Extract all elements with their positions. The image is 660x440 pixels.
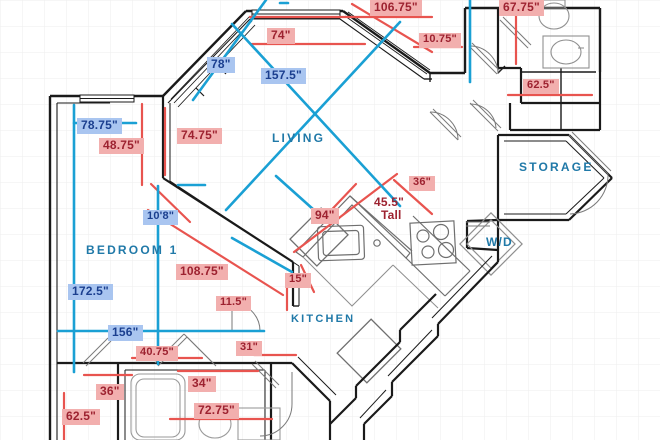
measure-94: 94" <box>311 208 339 224</box>
right-walls <box>496 8 602 132</box>
blueline-diag3 <box>230 236 294 274</box>
wall-inner-lines <box>56 18 425 440</box>
room-label-living: LIVING <box>272 131 326 145</box>
measure-62-5-bath: 62.5" <box>62 409 101 425</box>
measure-67-75: 67.75" <box>499 0 544 16</box>
measure-45-5-tall-word: Tall <box>381 208 402 222</box>
lower-right-walls <box>328 250 500 440</box>
room-label-bedroom-1: BEDROOM 1 <box>86 243 179 257</box>
measure-78: 78" <box>207 57 235 73</box>
kitchen-door-swing <box>259 372 293 437</box>
measure-157-5: 157.5" <box>261 68 306 84</box>
room-label-kitchen: KITCHEN <box>291 313 356 325</box>
measure-10-8: 10'8" <box>143 210 179 225</box>
bath-vanity <box>237 407 281 440</box>
kitchen-sink <box>316 224 381 262</box>
bathtub <box>130 373 186 440</box>
measure-156: 156" <box>108 325 143 341</box>
measure-74-75: 74.75" <box>177 128 222 144</box>
bath-hall-walls <box>116 361 292 440</box>
wall-jogs <box>293 66 466 307</box>
measure-36-kitchen: 36" <box>409 176 436 191</box>
measure-172-5: 172.5" <box>68 284 113 300</box>
redline-94 <box>292 172 399 254</box>
storage-door <box>568 131 612 215</box>
measure-48-75: 48.75" <box>99 138 144 154</box>
measure-10-75: 10.75" <box>419 33 461 48</box>
measure-106-75: 106.75" <box>370 0 422 16</box>
blueline-157-5 <box>230 22 402 208</box>
measure-31: 31" <box>236 341 263 356</box>
redline-36-kitchen <box>392 178 434 216</box>
blueline-kitchen-diag <box>274 174 316 212</box>
kitchen-lower-walls-inner <box>297 356 337 396</box>
kitchen-stove <box>409 220 457 266</box>
measure-11-5: 11.5" <box>216 296 252 311</box>
measure-15: 15" <box>285 273 312 288</box>
measure-108-75: 108.75" <box>176 264 228 280</box>
room-label-wd: W/D <box>486 235 513 249</box>
measure-74: 74" <box>267 28 295 44</box>
room-label-storage: STORAGE <box>519 160 594 174</box>
measure-40-75: 40.75" <box>136 346 178 361</box>
measure-62-5-storage: 62.5" <box>523 79 559 94</box>
blueline-diag2 <box>224 20 402 212</box>
lower-right-walls-inner <box>359 255 493 419</box>
bath2-fixtures <box>538 0 590 69</box>
kitchen-lower-walls <box>291 362 332 424</box>
redline-106-75 <box>350 2 434 54</box>
wd-door <box>466 221 490 227</box>
blueline-78 <box>191 0 268 102</box>
bedroom-window <box>79 94 135 103</box>
measure-36-bath: 36" <box>96 384 124 400</box>
measure-78-75: 78.75" <box>77 118 122 134</box>
measure-45-5: 45.5" <box>374 195 405 209</box>
kitchen-island <box>336 318 402 384</box>
measure-34: 34" <box>188 376 216 392</box>
right-walls-2 <box>497 65 596 130</box>
upper-right-wall-band <box>344 11 431 75</box>
hall-doors <box>82 333 280 389</box>
wd-unit <box>459 212 523 276</box>
storage-walls-inner <box>504 140 605 215</box>
measure-72-75: 72.75" <box>194 403 239 419</box>
